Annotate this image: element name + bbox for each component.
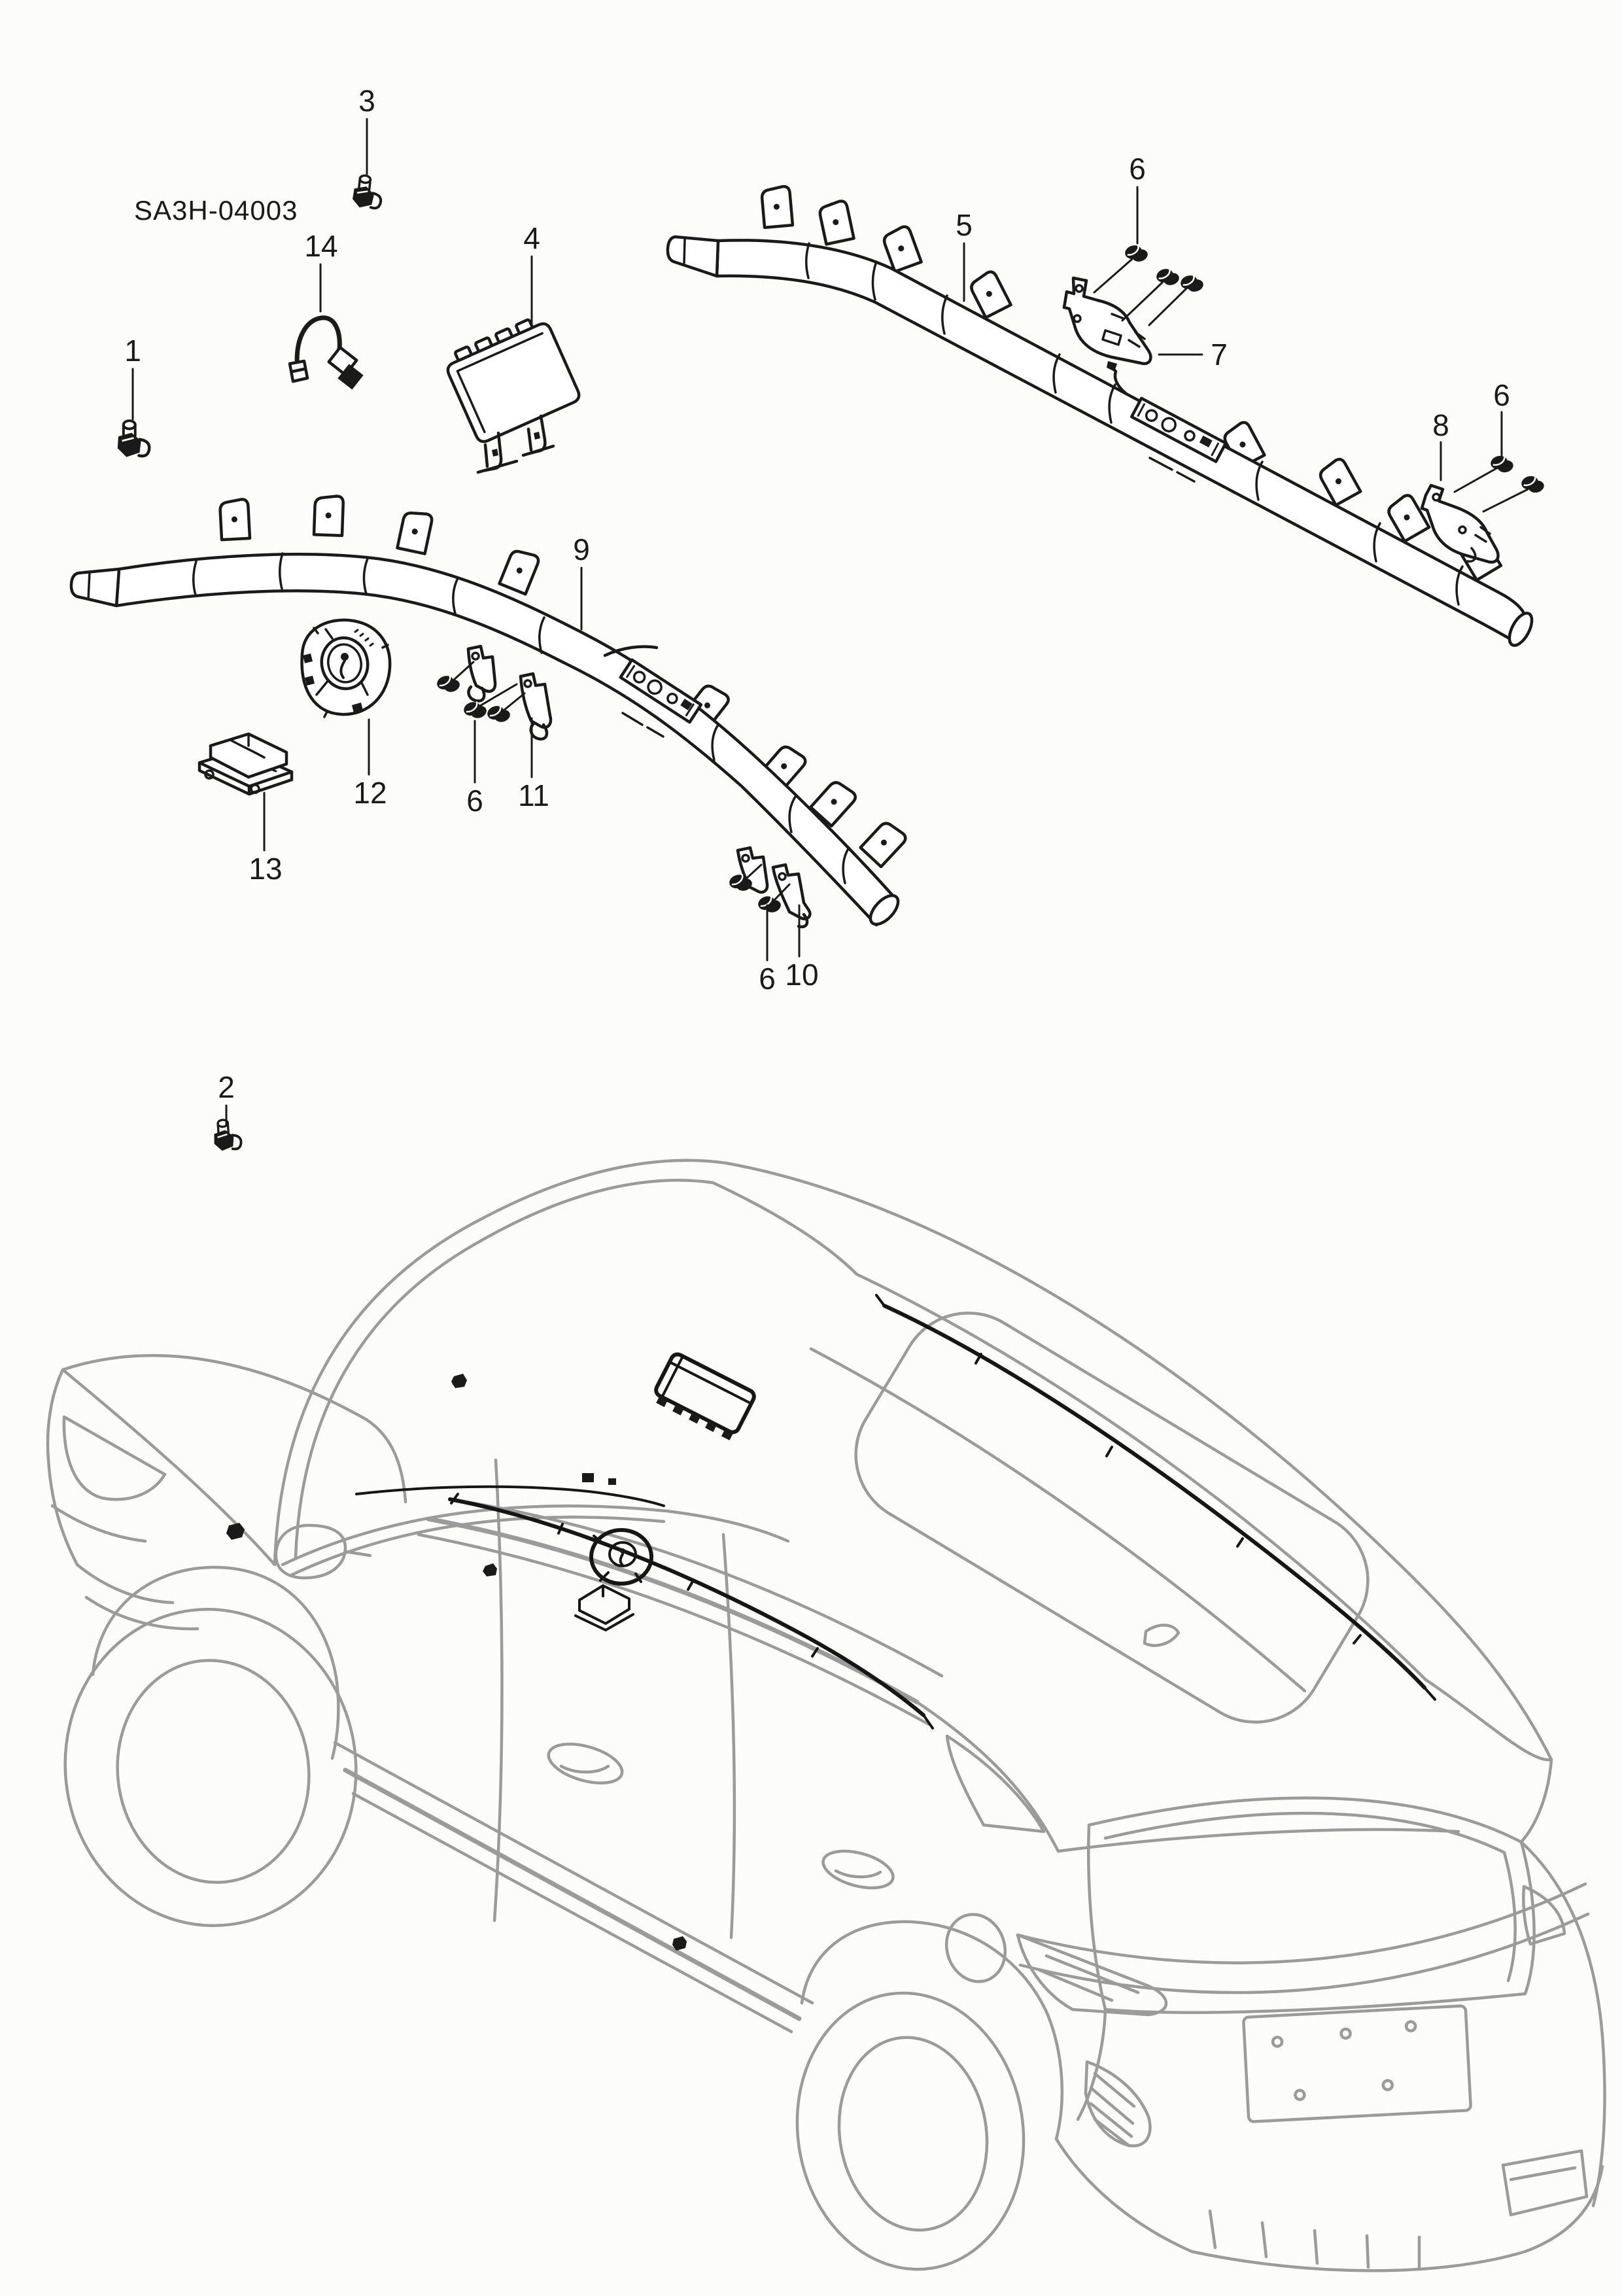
callout-5: 5 [956,208,973,302]
svg-text:7: 7 [1211,338,1228,372]
svg-text:14: 14 [304,229,337,263]
callout-6c: 6 [466,720,483,818]
svg-text:4: 4 [523,221,540,255]
diagram-code: SA3H-04003 [134,195,298,226]
srs-control-module-13 [198,732,294,796]
mounting-bracket-11 [434,644,553,741]
in-car-driver-airbag [589,1528,653,1586]
callout-12: 12 [353,718,387,810]
svg-text:6: 6 [759,962,776,996]
svg-text:12: 12 [353,776,387,810]
in-car-srs-module [574,1584,634,1631]
in-car-sensor-front-door [483,1563,497,1576]
front-impact-sensor-1 [118,421,149,457]
svg-text:9: 9 [573,532,590,566]
svg-text:8: 8 [1432,408,1449,442]
callout-14: 14 [304,229,338,313]
curtain-airbag-left-9 [69,495,908,927]
passenger-airbag-module-4 [446,318,581,474]
svg-text:5: 5 [956,208,973,242]
callout-6a: 6 [1129,152,1146,245]
inflator-detail-right [1107,361,1228,483]
roof-impact-sensor-3 [350,173,385,211]
in-car-cowl-harness [355,1473,665,1507]
vehicle-illustration [46,1158,1606,2272]
callout-8: 8 [1432,408,1449,481]
svg-text:2: 2 [218,1070,235,1104]
in-car-sensor-rear-door [672,1936,687,1951]
in-car-passenger-airbag [654,1352,756,1440]
callout-3: 3 [358,84,375,175]
screws-6-near-bracket-7 [1093,241,1206,326]
mounting-bracket-8 [1420,452,1546,564]
svg-text:11: 11 [518,778,549,812]
airbag-wiring-cable-14 [288,315,364,390]
svg-text:6: 6 [1129,152,1146,186]
driver-airbag-module-12 [300,618,392,718]
callout-2: 2 [218,1070,235,1126]
callout-10: 10 [785,904,819,992]
callout-6d: 6 [759,904,776,996]
callout-1: 1 [124,334,141,421]
mounting-bracket-10 [726,846,812,929]
in-car-curtain-airbag-right [875,1294,1436,1701]
mounting-bracket-7 [1062,276,1152,366]
svg-text:1: 1 [124,334,141,368]
callout-13: 13 [249,791,283,886]
svg-text:10: 10 [785,958,818,992]
svg-text:6: 6 [1493,378,1510,412]
in-car-sensor-fender [226,1523,245,1540]
in-car-sensor-hood-body [451,1374,467,1388]
callout-11: 11 [518,717,549,812]
callout-9: 9 [573,532,590,631]
svg-text:13: 13 [249,852,282,886]
callout-4: 4 [523,221,540,327]
curtain-airbag-right-5 [666,186,1534,647]
callout-6b: 6 [1493,378,1510,457]
inflator-detail-left [603,645,703,738]
svg-text:6: 6 [466,784,483,818]
svg-text:3: 3 [358,84,375,118]
callout-7: 7 [1158,338,1228,372]
in-car-curtain-airbag-left [448,1493,934,1730]
